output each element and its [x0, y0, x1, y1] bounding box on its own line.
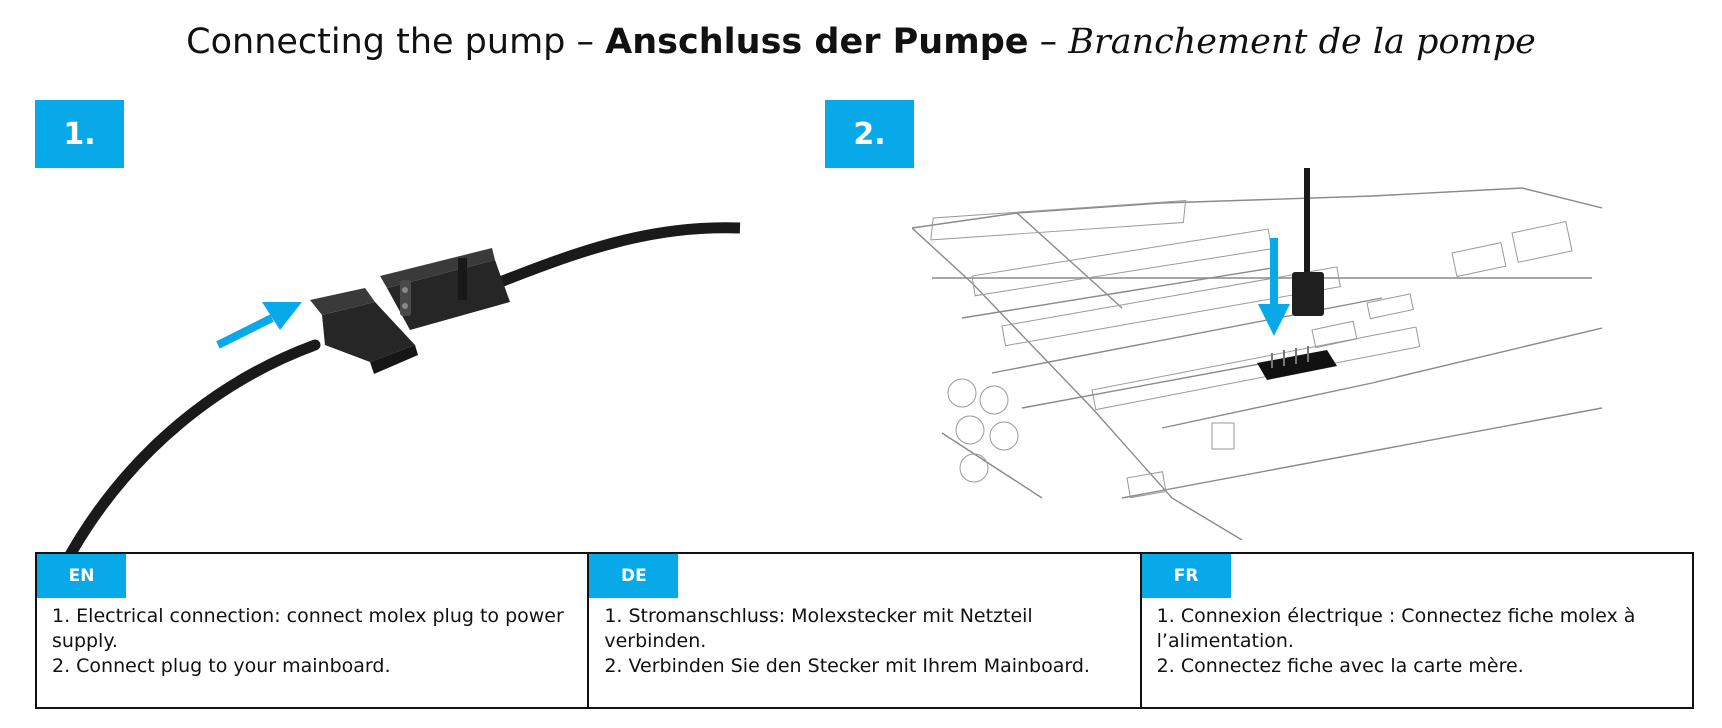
title-en: Connecting the pump – — [186, 22, 606, 62]
instruction-line: 2. Connectez fiche avec la carte mère. — [1156, 655, 1524, 677]
mainboard-pump-header — [1257, 346, 1337, 380]
instruction-line: 2. Connect plug to your mainboard. — [52, 655, 391, 677]
lang-badge-de: DE — [589, 554, 679, 598]
male-molex-connector — [380, 248, 510, 330]
instructions-de: DE 1. Stromanschluss: Molexstecker mit N… — [587, 554, 1139, 707]
instruction-line: 1. Stromanschluss: Molexstecker mit Netz… — [604, 605, 1033, 652]
molex-plug-illustration — [64, 222, 741, 555]
female-molex-connector — [310, 288, 418, 374]
step-2-badge: 2. — [825, 100, 914, 168]
pump-cable — [1292, 168, 1324, 316]
insert-direction-arrow — [216, 302, 302, 349]
instruction-line: 1. Electrical connection: connect molex … — [52, 605, 564, 652]
step-1-badge: 1. — [35, 100, 124, 168]
page-title: Connecting the pump – Anschluss der Pump… — [0, 20, 1722, 64]
title-de: Anschluss der Pumpe — [605, 22, 1029, 62]
instruction-line: 1. Connexion électrique : Connectez fich… — [1156, 605, 1636, 652]
lang-badge-en: EN — [37, 554, 126, 598]
instructions-en: EN 1. Electrical connection: connect mol… — [37, 554, 587, 707]
instructions-fr: FR 1. Connexion électrique : Connectez f… — [1139, 554, 1692, 707]
instructions-table: EN 1. Electrical connection: connect mol… — [35, 552, 1694, 709]
instruction-line: 2. Verbinden Sie den Stecker mit Ihrem M… — [604, 655, 1090, 677]
lang-badge-fr: FR — [1141, 554, 1231, 598]
down-arrow — [1258, 238, 1290, 336]
title-fr: Branchement de la pompe — [1068, 22, 1536, 62]
title-separator: – — [1028, 22, 1069, 62]
mainboard-illustration — [912, 168, 1602, 540]
